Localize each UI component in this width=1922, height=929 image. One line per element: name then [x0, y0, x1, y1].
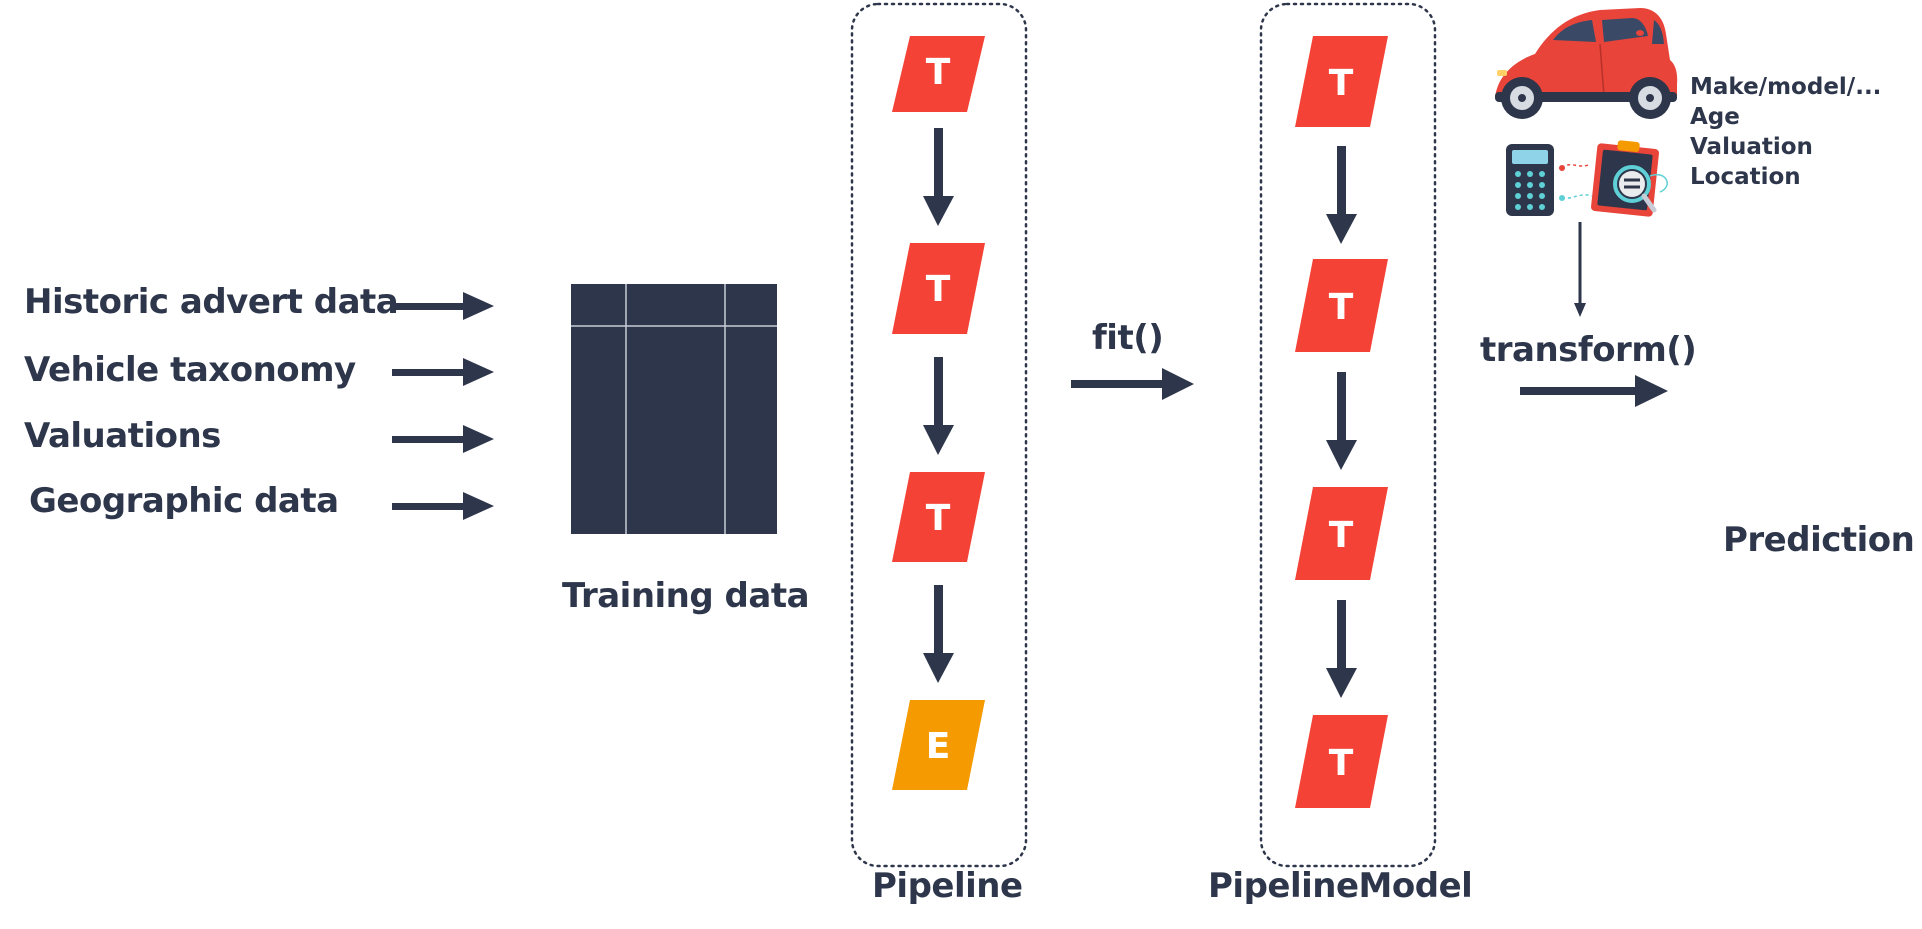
pipeline-model-arrows	[1326, 146, 1357, 698]
transform-arrow-icon	[1520, 375, 1668, 407]
fit-arrow-icon	[1071, 368, 1194, 400]
arrow-down-icon	[923, 357, 954, 455]
stage-letter: T	[1329, 515, 1354, 556]
transformer-stage-icon: T	[1295, 715, 1388, 808]
stage-letter: T	[926, 498, 951, 539]
arrow-icon	[392, 492, 494, 520]
pipeline-model-container	[1259, 2, 1437, 868]
source-label-valuations: Valuations	[24, 416, 221, 456]
pipeline-model-stages: T T T T	[1295, 36, 1388, 808]
transformer-stage-icon: T	[1295, 487, 1388, 580]
arrow-down-icon	[1326, 600, 1357, 698]
source-label-vehicle-taxonomy: Vehicle taxonomy	[24, 350, 356, 390]
stage-letter: T	[1329, 63, 1354, 104]
attribute-list: Make/model/... Age Valuation Location	[1690, 72, 1881, 192]
fit-label: fit()	[1092, 318, 1164, 358]
stage-letter: E	[926, 726, 951, 767]
clipboard-magnifier-icon	[1559, 140, 1668, 217]
calculator-icon	[1506, 144, 1554, 216]
stage-letter: T	[1329, 287, 1354, 328]
arrow-icon	[392, 292, 494, 320]
training-data-table-icon	[571, 284, 777, 534]
pipeline-label: Pipeline	[872, 866, 1023, 906]
arrow-down-icon	[923, 585, 954, 683]
arrow-icon	[392, 358, 494, 386]
stage-letter: T	[926, 52, 951, 93]
arrow-down-icon	[1326, 372, 1357, 470]
training-data-label: Training data	[562, 576, 810, 616]
stage-letter: T	[1329, 743, 1354, 784]
attribute-item: Age	[1690, 104, 1740, 130]
pipeline-container	[850, 2, 1028, 868]
car-icon	[1495, 8, 1678, 119]
arrow-icon	[392, 425, 494, 453]
arrow-down-icon	[1326, 146, 1357, 244]
source-label-historic-advert: Historic advert data	[24, 282, 399, 322]
pipeline-model-label: PipelineModel	[1208, 866, 1473, 906]
transformer-stage-icon: T	[892, 36, 985, 112]
attribute-item: Valuation	[1690, 134, 1813, 160]
source-arrows	[392, 292, 494, 520]
pipeline-arrows	[923, 128, 954, 683]
attribute-item: Location	[1690, 164, 1801, 190]
transform-label: transform()	[1480, 330, 1697, 370]
attribute-item: Make/model/...	[1690, 74, 1882, 100]
arrow-down-icon	[923, 128, 954, 226]
transformer-stage-icon: T	[1295, 36, 1388, 127]
input-arrow-icon	[1574, 222, 1586, 317]
pipeline-stages: T T T E	[892, 36, 985, 790]
transformer-stage-icon: T	[892, 243, 985, 334]
transformer-stage-icon: T	[892, 472, 985, 562]
prediction-label: Prediction	[1723, 520, 1915, 560]
source-label-geographic: Geographic data	[29, 481, 339, 521]
stage-letter: T	[926, 269, 951, 310]
estimator-stage-icon: E	[892, 700, 985, 790]
transformer-stage-icon: T	[1295, 259, 1388, 352]
